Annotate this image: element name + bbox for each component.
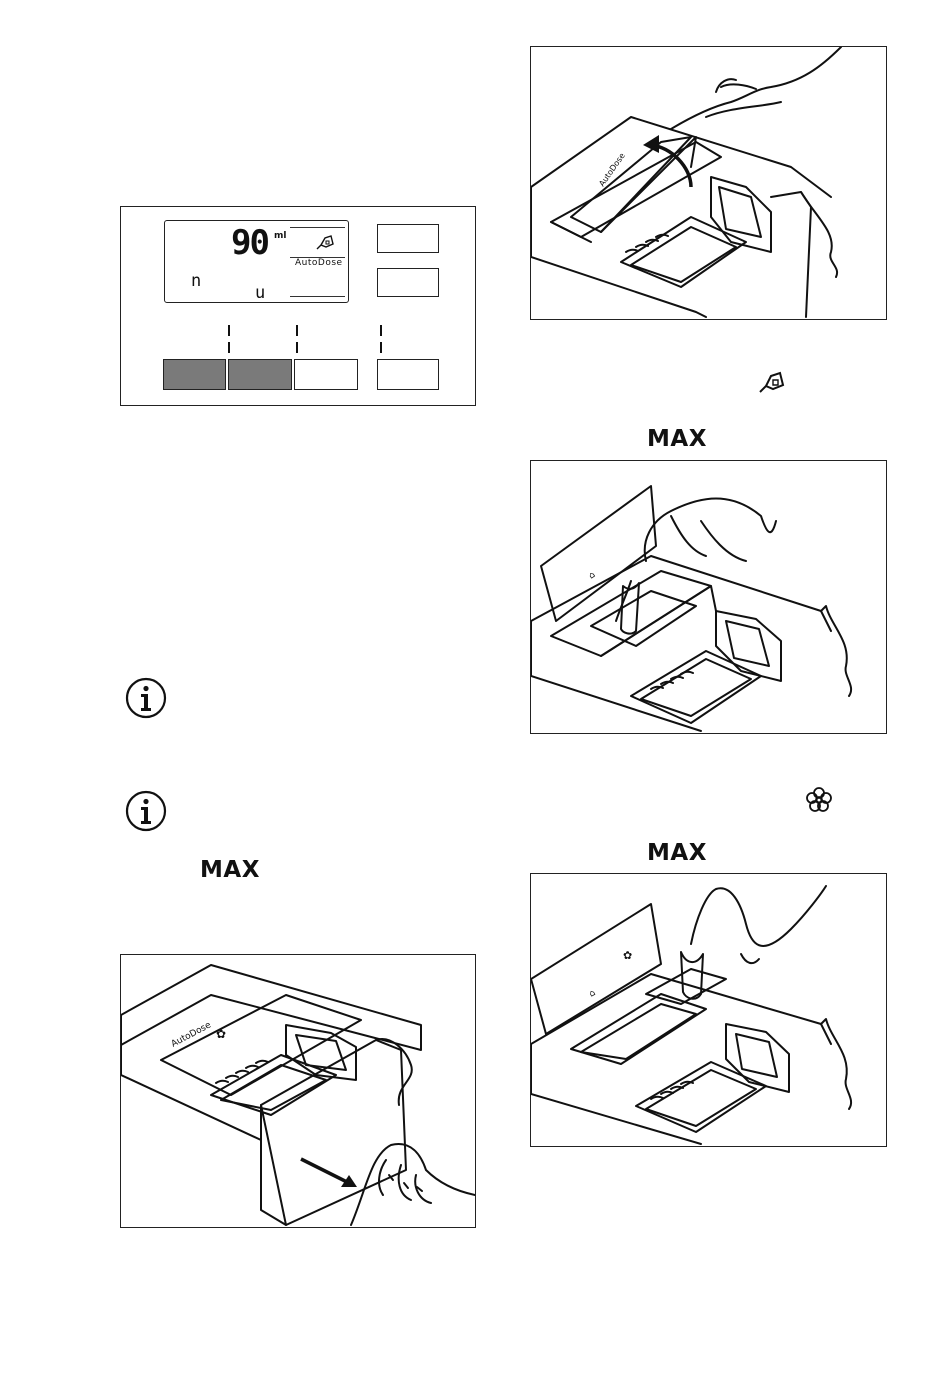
dose-value: 90 [231,223,268,263]
panel-button-middle[interactable] [377,268,439,297]
segment-glyph-right: u [255,283,265,303]
max-label-left: MAX [200,857,260,883]
autodose-label: AutoDose [295,258,343,268]
segment-glyph-left: n [191,271,201,291]
panel-button-top[interactable] [377,224,439,253]
info-icon [125,677,167,719]
svg-text:⌂: ⌂ [587,570,598,582]
autodose-display: 90 ml AutoDose n u [164,220,349,303]
softener-pour-illustration: ⌂ ✿ [530,873,887,1147]
control-panel-illustration: 90 ml AutoDose n u [120,206,476,406]
softener-flower-icon [803,784,835,816]
panel-segment-3[interactable] [294,359,358,390]
panel-button-bottom[interactable] [377,359,439,390]
max-label-right-bottom: MAX [647,840,707,866]
info-icon [125,790,167,832]
autodose-detergent-icon [314,232,336,252]
drawer-pull-illustration: AutoDose ✿ [120,954,476,1228]
svg-text:✿: ✿ [623,949,632,962]
panel-segment-1[interactable] [163,359,226,390]
panel-segment-2[interactable] [228,359,292,390]
svg-text:✿: ✿ [216,1027,226,1041]
detergent-icon [756,366,788,398]
dose-unit: ml [274,231,286,241]
svg-text:⌂: ⌂ [588,988,598,1000]
lid-open-illustration: AutoDose [530,46,887,320]
max-label-right-top: MAX [647,426,707,452]
detergent-pour-illustration: ⌂ [530,460,887,734]
